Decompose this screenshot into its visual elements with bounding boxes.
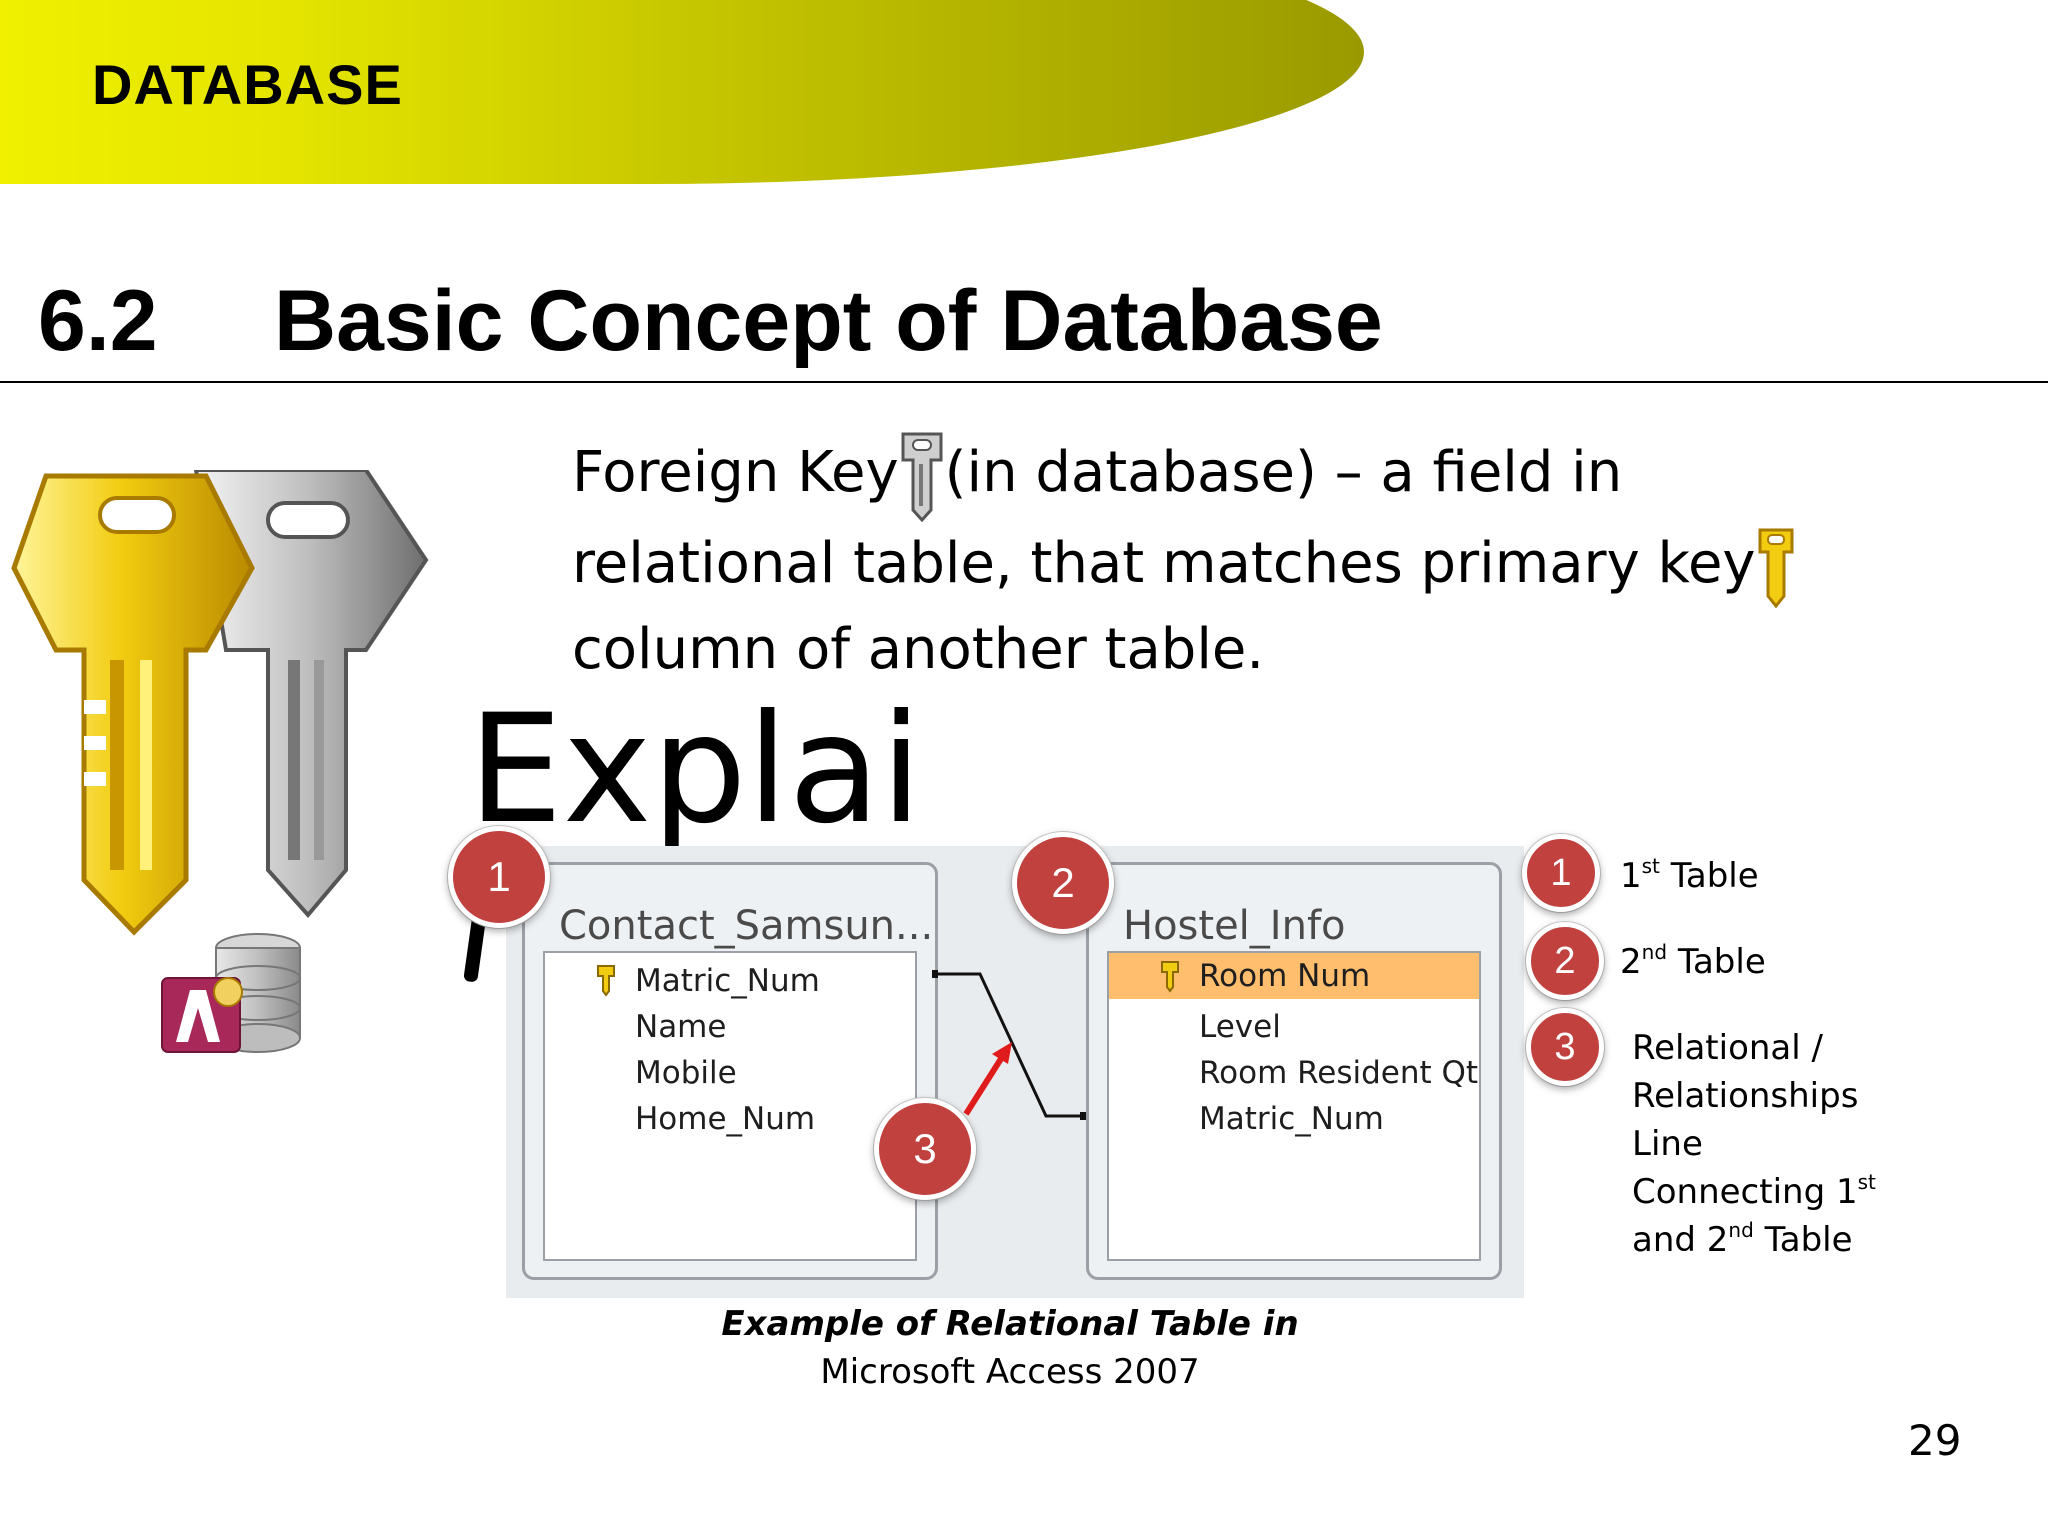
primary-key-icon bbox=[595, 963, 617, 1001]
primary-key-icon bbox=[1159, 959, 1181, 997]
relationship-line bbox=[932, 970, 1086, 1120]
field-mobile: Mobile bbox=[635, 1055, 737, 1091]
marker-relationship: 3 bbox=[874, 1098, 976, 1200]
section-label: DATABASE bbox=[92, 53, 403, 116]
legend-marker-3: 3 bbox=[1526, 1008, 1604, 1086]
page-number: 29 bbox=[1908, 1416, 1962, 1465]
legend-item-3: Relational / Relationships Line Connecti… bbox=[1632, 1028, 1876, 1260]
access-database-icon bbox=[161, 933, 301, 1053]
field-room-resident-qty: Room Resident Qty bbox=[1199, 1055, 1481, 1091]
field-matric-num: Matric_Num bbox=[635, 963, 820, 999]
diagram-caption: Example of Relational Table in Microsoft… bbox=[600, 1300, 1420, 1396]
silver-key-icon bbox=[901, 432, 943, 522]
field-level: Level bbox=[1199, 1009, 1281, 1045]
explain-heading: Explai bbox=[468, 683, 923, 857]
title-text: Basic Concept of Database bbox=[274, 273, 1383, 369]
table-hostel: Hostel_Info Room Num Level Room Resident… bbox=[1086, 862, 1502, 1280]
definition-term: Foreign Key bbox=[572, 440, 899, 506]
gold-key-icon bbox=[11, 473, 255, 936]
definition-body: (in database) – a field in relational ta… bbox=[572, 440, 1756, 596]
field-name: Name bbox=[635, 1009, 727, 1045]
table-contact-title: Contact_Samsun... bbox=[559, 903, 934, 949]
legend-item-2: 2nd Table bbox=[1620, 940, 1766, 982]
gold-key-icon bbox=[1758, 528, 1794, 608]
table-contact-fields: Matric_Num Name Mobile Home_Num bbox=[543, 951, 917, 1261]
relationship-diagram: Contact_Samsun... Matric_Num Name Mobile… bbox=[506, 846, 1524, 1298]
keys-illustration-icon bbox=[11, 470, 429, 936]
legend-item-1: 1st Table bbox=[1620, 854, 1759, 896]
foreign-key-definition: Foreign Key(in database) – a field in re… bbox=[572, 430, 1872, 691]
table-contact: Contact_Samsun... Matric_Num Name Mobile… bbox=[522, 862, 938, 1280]
definition-end: column of another table. bbox=[572, 616, 1265, 682]
marker-table2: 2 bbox=[1012, 832, 1114, 934]
page-title: 6.2 Basic Concept of Database bbox=[38, 272, 1383, 371]
title-number: 6.2 bbox=[38, 273, 158, 369]
title-divider bbox=[0, 381, 2048, 383]
caption-line-1: Example of Relational Table in bbox=[721, 1304, 1299, 1344]
table-hostel-title: Hostel_Info bbox=[1123, 903, 1346, 949]
caption-line-2: Microsoft Access 2007 bbox=[820, 1352, 1200, 1392]
legend-marker-1: 1 bbox=[1522, 834, 1600, 912]
table-hostel-fields: Room Num Level Room Resident Qty Matric_… bbox=[1107, 951, 1481, 1261]
marker-table1: 1 bbox=[448, 826, 550, 928]
field-matric-num-fk: Matric_Num bbox=[1199, 1101, 1384, 1137]
silver-key-icon bbox=[193, 470, 429, 919]
field-home-num: Home_Num bbox=[635, 1101, 816, 1137]
legend-marker-2: 2 bbox=[1526, 922, 1604, 1000]
